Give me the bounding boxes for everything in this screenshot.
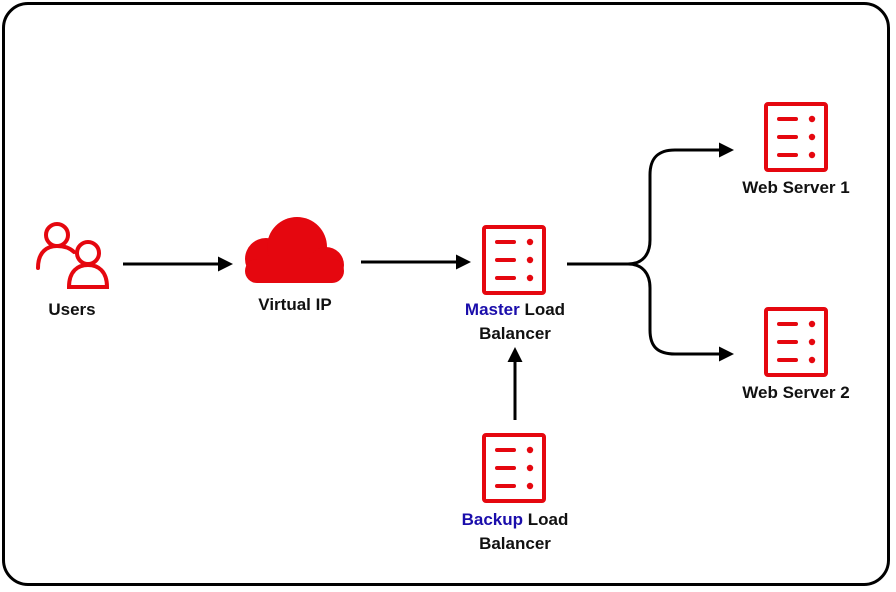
web-server-2-icon [764,307,828,377]
web-server-1-label: Web Server 1 [731,176,861,200]
backup-accent-text: Backup [461,510,524,529]
web-server-1-icon [764,102,828,172]
backup-load-text: Load [523,510,569,529]
master-accent-text: Master [464,300,520,319]
users-icon [36,222,110,289]
web-server-2-label: Web Server 2 [731,381,861,405]
users-label: Users [36,298,108,322]
web-server-1-label-text: Web Server 1 [742,178,850,197]
master-balancer-text: Balancer [479,324,551,343]
master-lb-label: Master Load Balancer [450,298,580,346]
web-server-2-label-text: Web Server 2 [742,383,850,402]
arrow-master-to-ws2 [627,262,734,362]
master-load-text: Load [519,300,566,319]
backup-lb-server-icon [482,433,546,503]
users-label-text: Users [48,300,96,319]
diagram-frame [2,2,890,586]
virtual-ip-label: Virtual IP [240,293,350,317]
backup-balancer-text: Balancer [479,534,551,553]
arrow-master-to-ws1 [567,142,734,266]
master-lb-server-icon [482,225,546,295]
virtual-ip-label-text: Virtual IP [258,295,332,314]
backup-lb-label: Backup Load Balancer [450,508,580,556]
cloud-icon [245,217,344,283]
